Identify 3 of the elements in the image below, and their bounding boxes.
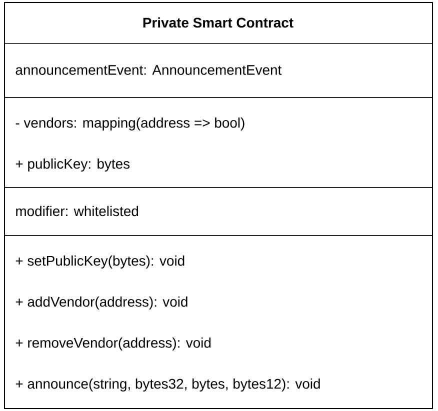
class-compartment: announcementEvent: AnnouncementEvent [4,43,433,98]
class-compartment: + setPublicKey(bytes): void + addVendor(address): void + removeVendor(address): void + announce(string, bytes32, bytes, bytes12): void [4,235,433,409]
class-compartment: modifier: whitelisted [4,187,433,236]
